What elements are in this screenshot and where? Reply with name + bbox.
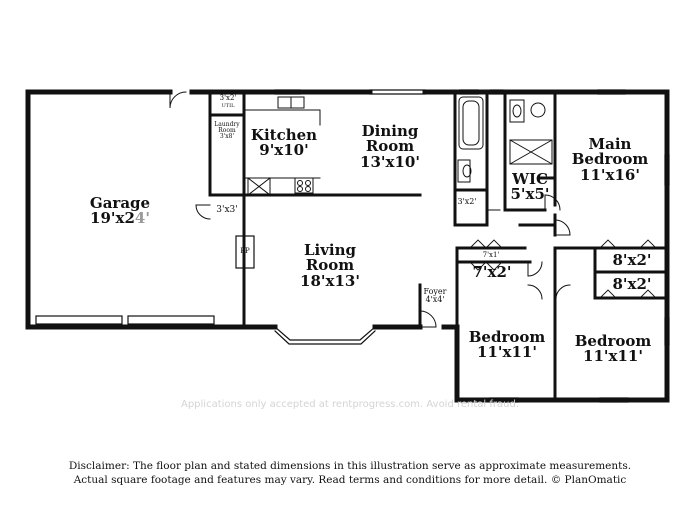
util-closet-label: 3'x2' UTIL: [214, 94, 242, 110]
garage-dims-a: 19'x2: [90, 209, 135, 228]
dining-dims: 13'x10': [360, 152, 420, 171]
laundry-name-2: Room: [218, 127, 236, 135]
dining-name-1: Dining: [361, 122, 419, 140]
bedroom-left-label: Bedroom 11'x11': [462, 328, 552, 362]
kitchen-label: Kitchen 9'x10': [244, 126, 324, 160]
garage-label: Garage 19'x24': [75, 194, 165, 228]
bedroom-right-label: Bedroom 11'x11': [568, 332, 658, 366]
laundry-label: Laundry Room 3'x8': [211, 121, 243, 141]
foyer-label: Foyer 4'x4': [419, 287, 451, 305]
kitchen-dims: 9'x10': [259, 141, 309, 160]
main-bedroom-dims: 11'x16': [580, 165, 640, 184]
closet-8x2-b-label: 8'x2': [604, 275, 660, 293]
dining-label: Dining Room 13'x10': [350, 122, 430, 171]
living-dims: 18'x13': [300, 271, 360, 290]
wic-name: WIC: [512, 170, 548, 188]
exterior-walls: [25, 89, 670, 403]
windows: [274, 89, 670, 403]
wic-dims: 5'x5': [510, 185, 550, 204]
bedroom-left-name: Bedroom: [468, 328, 546, 346]
watermark-text: Applications only accepted at rentprogre…: [180, 399, 520, 410]
util-closet-dims: 3'x2': [219, 94, 237, 102]
fireplace-box: [235, 235, 255, 269]
laundry-name-1: Laundry: [214, 121, 240, 128]
doors: [169, 91, 571, 328]
garage-doors: [35, 315, 215, 325]
hall-closet-label: 7'x1': [476, 251, 506, 259]
garage-dims-b: 4': [134, 209, 150, 228]
closet-3x3-dims: 3'x3': [216, 205, 238, 215]
main-bedroom-name-2: Bedroom: [571, 150, 649, 169]
foyer-name: Foyer: [423, 287, 447, 296]
bath-fixtures: [457, 96, 553, 183]
bifold-doors: [469, 239, 657, 299]
laundry-dims: 3'x8': [219, 133, 235, 141]
closet-8x2-a-dims: 8'x2': [612, 251, 652, 269]
living-label: Living Room 18'x13': [290, 241, 370, 290]
dining-name-2: Room: [365, 137, 415, 156]
hall-closet-dims: 7'x1': [482, 251, 500, 259]
main-bedroom-label: Main Bedroom 11'x16': [565, 135, 655, 184]
bedroom-right-name: Bedroom: [574, 332, 652, 350]
disclaimer-line-1: Disclaimer: The floor plan and stated di…: [68, 460, 632, 472]
bedroom-left-dims: 11'x11': [477, 343, 537, 362]
interior-walls: [208, 90, 669, 402]
fireplace-text: FP: [240, 247, 250, 255]
living-name-2: Room: [305, 256, 355, 275]
kitchen-name: Kitchen: [250, 126, 318, 144]
fireplace-label: FP: [237, 247, 253, 255]
foyer-dims: 4'x4': [425, 295, 445, 305]
bath-closet-label: 3'x2': [454, 197, 480, 206]
closet-8x2-a-label: 8'x2': [604, 251, 660, 269]
closet-8x2-b-dims: 8'x2': [612, 275, 652, 293]
closet-7x2-label: 7'x2': [464, 263, 520, 281]
garage-name: Garage: [89, 194, 151, 212]
closet-3x3-label: 3'x3': [212, 205, 242, 215]
disclaimer-line-2: Actual square footage and features may v…: [73, 474, 627, 486]
living-name-1: Living: [303, 241, 357, 259]
bay-window: [274, 326, 376, 345]
bedroom-right-dims: 11'x11': [583, 347, 643, 366]
wic-label: WIC 5'x5': [507, 170, 553, 204]
util-closet-sub: UTIL: [221, 103, 235, 110]
kitchen-fixtures: [243, 96, 321, 196]
main-bedroom-name-1: Main: [588, 135, 632, 153]
closet-7x2-dims: 7'x2': [472, 263, 512, 281]
bath-closet-dims: 3'x2': [457, 197, 477, 206]
